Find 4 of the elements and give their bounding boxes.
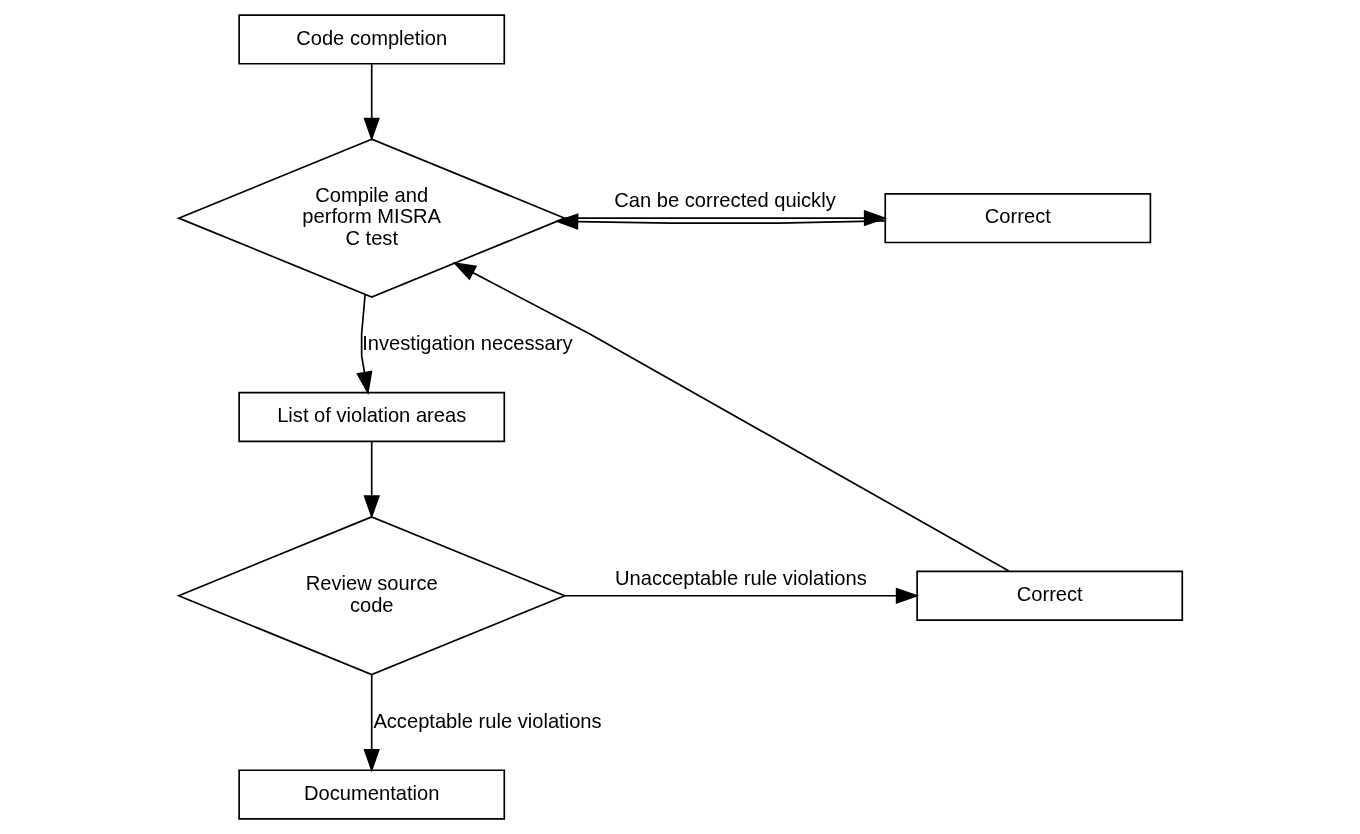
edge-label: Unacceptable rule violations [614, 566, 867, 589]
edge-label: Investigation necessary [361, 332, 573, 355]
edge-label: Can be corrected quickly [613, 189, 836, 212]
edge-label: Acceptable rule violations [372, 709, 602, 732]
